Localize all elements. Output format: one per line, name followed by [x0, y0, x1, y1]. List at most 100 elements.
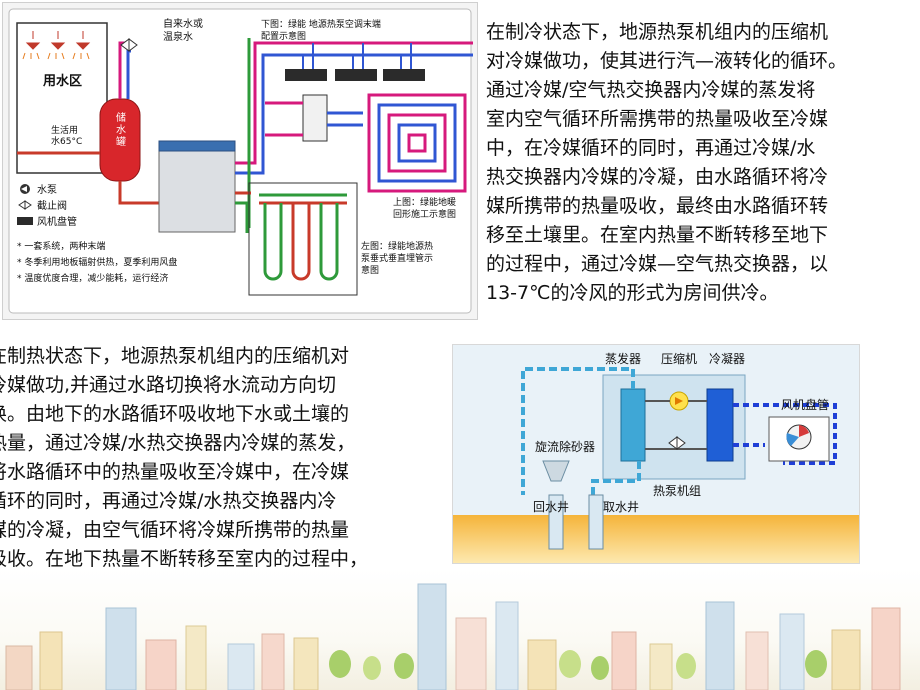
tank-label-char-2: 水: [116, 124, 126, 136]
city-skyline-decoration: [5, 583, 901, 690]
fan-coil-units: [285, 43, 425, 81]
bullet-1-text: 一套系统，两种末端: [24, 240, 105, 252]
ground-loop-box: [248, 182, 358, 296]
tree: [363, 656, 381, 680]
evaporator: [620, 388, 646, 462]
building: [649, 643, 673, 690]
vertical-pipe-line-3: 意图: [361, 264, 379, 276]
fan-coil-unit-1: [285, 69, 327, 81]
building: [495, 601, 519, 690]
bullet-2: * 冬季利用地板辐射供热，夏季利用风盘: [17, 256, 177, 268]
shower-heads: [22, 31, 91, 60]
floor-heating-label: 上图：绿能地暖回形施工示意图: [393, 196, 456, 220]
building: [455, 617, 487, 690]
return-well-label: 回水井: [533, 500, 569, 514]
fan-coil-unit-2: [335, 69, 377, 81]
water-area-label: 用水区: [42, 73, 82, 89]
condenser-label: 冷凝器: [709, 351, 745, 366]
tap-valve-icon: [120, 38, 138, 52]
floor-heating-spiral: [367, 93, 467, 193]
tap-water-label: 自来水或温泉水: [163, 17, 203, 43]
fan-coil-config-line-2: 配置示意图: [261, 30, 306, 42]
tap-water-line-1: 自来水或: [163, 17, 203, 30]
tree: [394, 653, 414, 679]
ground-source-system-diagram: 用水区 生活用水65°C 储水罐 自来水或温泉水 下图：绿能 地源热泵空调末端配…: [2, 2, 478, 320]
legend-fan-coil-label: 风机盘管: [37, 215, 77, 228]
bullet-3-text: 温度优度合理，减少能耗，运行经济: [24, 272, 168, 284]
floor-heating-line-1: 上图：绿能地暖: [393, 196, 456, 208]
domestic-water-label: 生活用水65°C: [51, 124, 82, 147]
vertical-ground-loops: [259, 193, 347, 281]
condenser: [706, 388, 734, 462]
tree: [805, 650, 827, 678]
bullet-1: * 一套系统，两种末端: [17, 240, 105, 252]
heat-pump-well-diagram: 蒸发器 压缩机 冷凝器 风机盘管 旋流除砂器 热泵机组 回水井 取水井: [452, 344, 860, 564]
fan-coil-icon: [17, 217, 33, 225]
valve-icon: [18, 200, 32, 210]
building: [831, 629, 861, 690]
desander-icon: [542, 460, 570, 482]
fan-coil-config-line-1: 下图：绿能 地源热泵空调末端: [261, 18, 381, 30]
tap-water-line-2: 温泉水: [163, 30, 193, 43]
cooling-description: 在制冷状态下，地源热泵机组内的压缩机 对冷媒做功，使其进行汽—液转化的循环。 通…: [486, 21, 848, 304]
building: [417, 583, 447, 690]
desander-label: 旋流除砂器: [535, 439, 595, 454]
tank-label-char-3: 罐: [116, 135, 126, 148]
building: [5, 645, 33, 690]
building: [871, 607, 901, 690]
tree: [591, 656, 609, 680]
domestic-water-line-2: 水65°C: [51, 135, 82, 147]
well-diagram-svg: 蒸发器 压缩机 冷凝器 风机盘管 旋流除砂器 热泵机组 回水井 取水井: [453, 345, 859, 563]
building: [745, 631, 769, 690]
legend: 水泵 截止阀 风机盘管: [17, 184, 77, 228]
vertical-pipe-line-1: 左图：绿能地源热: [361, 240, 433, 252]
building: [779, 613, 805, 690]
soil-layer: [453, 515, 859, 563]
building: [145, 639, 177, 690]
tank-label: 储水罐: [116, 111, 126, 148]
bullet-2-text: 冬季利用地板辐射供热，夏季利用风盘: [24, 256, 177, 268]
legend-pump-label: 水泵: [37, 184, 57, 196]
water-area-box: [16, 22, 108, 174]
building: [527, 639, 557, 690]
return-well: [548, 494, 564, 550]
evaporator-label: 蒸发器: [605, 351, 641, 366]
heating-description: 在制热状态下，地源热泵机组内的压缩机对 冷媒做功,并通过水路切换将水流动方向切 …: [0, 345, 369, 599]
tree: [676, 653, 696, 679]
building: [105, 607, 137, 690]
building: [705, 601, 735, 690]
building: [611, 631, 637, 690]
bullet-3: * 温度优度合理，减少能耗，运行经济: [17, 272, 168, 284]
fan-coil-unit-3: [383, 69, 425, 81]
fan-coil-loop: [733, 403, 837, 465]
tank-label-char-1: 储: [116, 111, 126, 124]
fan-coil-config-label: 下图：绿能 地源热泵空调末端配置示意图: [261, 18, 381, 42]
skyline-buildings: [5, 583, 901, 690]
diagram-frame: [8, 8, 472, 314]
building: [227, 643, 255, 690]
floor-heating-line-2: 回形施工示意图: [393, 208, 456, 220]
intake-well-label: 取水井: [603, 500, 639, 514]
legend-valve-label: 截止阀: [37, 199, 67, 212]
heat-pump-unit-top: [158, 140, 236, 152]
tree: [559, 650, 581, 678]
fan-coil-label: 风机盘管: [781, 397, 829, 412]
building: [293, 637, 319, 690]
tree: [329, 650, 351, 678]
ground-water-loop: [521, 367, 635, 495]
building: [261, 633, 285, 690]
building: [185, 625, 207, 690]
heat-pump-unit-label: 热泵机组: [653, 484, 701, 498]
expansion-valve-icon: [668, 436, 686, 450]
intake-well: [588, 494, 604, 550]
manifold: [302, 94, 328, 142]
vertical-pipe-label: 左图：绿能地源热泵垂式垂直埋管示意图: [361, 240, 433, 276]
domestic-water-line-1: 生活用: [51, 124, 78, 136]
compressor-label: 压缩机: [661, 351, 697, 366]
feature-bullets: * 一套系统，两种末端 * 冬季利用地板辐射供热，夏季利用风盘 * 温度优度合理…: [17, 240, 177, 284]
vertical-pipe-line-2: 泵垂式垂直埋管示: [361, 252, 433, 264]
system-diagram-svg: 用水区 生活用水65°C 储水罐 自来水或温泉水 下图：绿能 地源热泵空调末端配…: [8, 8, 473, 314]
skyline-trees: [329, 650, 827, 680]
heat-pump-unit-box: [158, 147, 236, 233]
building: [39, 631, 63, 690]
